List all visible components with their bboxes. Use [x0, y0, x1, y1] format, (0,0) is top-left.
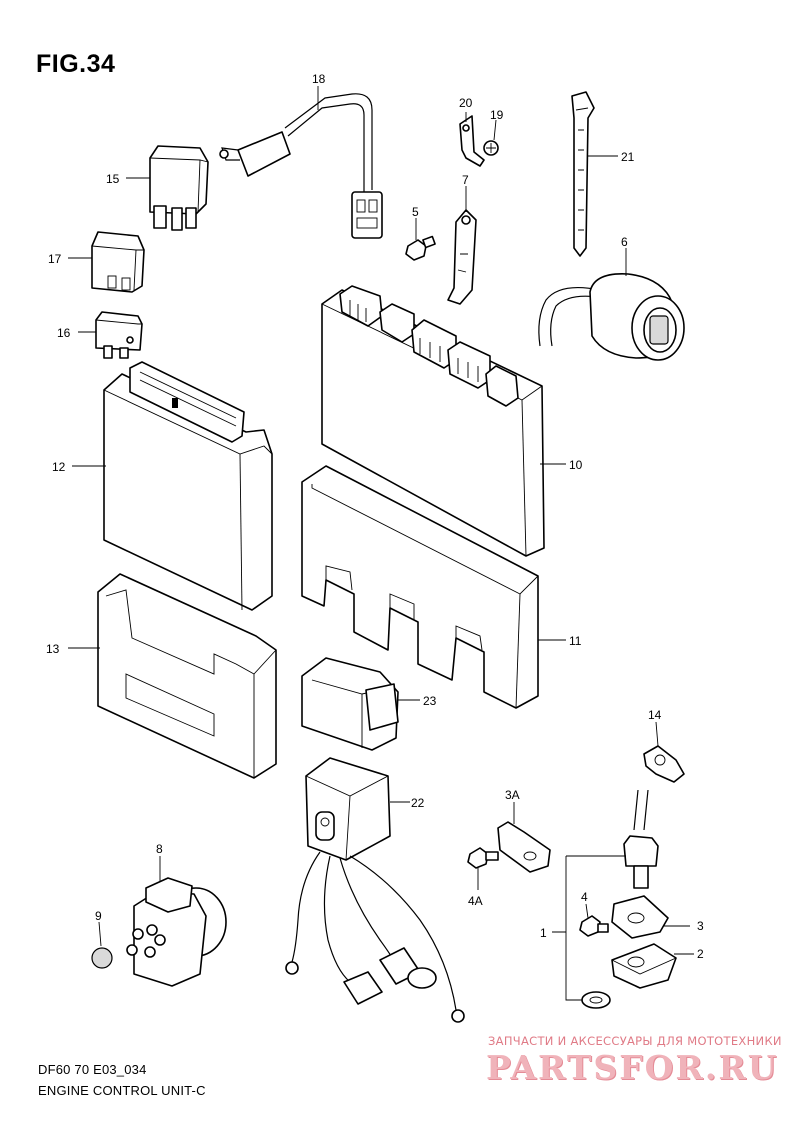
callout-13: 13 — [46, 642, 60, 656]
part-23-holder — [301, 657, 399, 751]
figure-code: DF60 70 E03_034 — [38, 1062, 147, 1077]
part-4-bolt — [579, 915, 609, 937]
part-9-cap — [91, 947, 113, 969]
callout-21: 21 — [621, 150, 635, 164]
callout-2: 2 — [697, 947, 704, 961]
part-10-ecu — [321, 285, 545, 557]
callout-9: 9 — [95, 909, 102, 923]
callout-16: 16 — [57, 326, 71, 340]
figure-name: ENGINE CONTROL UNIT-C — [38, 1083, 206, 1098]
callout-19: 19 — [490, 108, 504, 122]
part-4a-bolt — [467, 847, 499, 869]
part-2-plate — [611, 943, 677, 989]
part-15-relay — [149, 145, 209, 231]
part-7-strap — [447, 209, 477, 305]
watermark-tagline: ЗАПЧАСТИ И АКСЕССУАРЫ ДЛЯ МОТОТЕХНИКИ — [488, 1034, 782, 1048]
callout-8: 8 — [156, 842, 163, 856]
part-1-sensor — [581, 789, 659, 1009]
part-18-switch-harness — [219, 93, 383, 239]
part-21-cable-tie — [571, 91, 595, 257]
callout-4a: 4A — [468, 894, 483, 908]
callout-6: 6 — [621, 235, 628, 249]
callout-10: 10 — [569, 458, 583, 472]
callout-3: 3 — [697, 919, 704, 933]
callout-12: 12 — [52, 460, 66, 474]
part-13-cover — [97, 573, 277, 779]
part-14-clip — [643, 745, 685, 783]
callout-20: 20 — [459, 96, 473, 110]
callouts: 18 20 19 21 15 7 5 6 17 16 12 10 11 13 2… — [46, 72, 704, 961]
part-8-connector — [126, 877, 227, 987]
part-22-harness-box — [285, 757, 465, 1023]
figure-title: FIG.34 — [36, 50, 116, 78]
leader-lines — [68, 86, 694, 1001]
part-3-plate — [611, 895, 669, 939]
callout-7: 7 — [462, 173, 469, 187]
callout-23: 23 — [423, 694, 437, 708]
callout-11: 11 — [569, 634, 582, 648]
callout-18: 18 — [312, 72, 326, 86]
callout-15: 15 — [106, 172, 120, 186]
callout-3a: 3A — [505, 788, 520, 802]
part-16-relay — [95, 311, 143, 359]
part-17-relay — [91, 231, 145, 293]
callout-4: 4 — [581, 890, 588, 904]
part-6-connector — [538, 273, 685, 361]
callout-14: 14 — [648, 708, 662, 722]
part-11-cover — [301, 465, 539, 709]
callout-1: 1 — [540, 926, 547, 940]
watermark-brand: PARTSFOR.RU — [486, 1048, 779, 1087]
callout-17: 17 — [48, 252, 62, 266]
part-5-bolt — [405, 235, 436, 261]
part-20-bracket — [459, 115, 485, 167]
callout-22: 22 — [411, 796, 425, 810]
part-19-screw — [483, 140, 499, 156]
callout-5: 5 — [412, 205, 419, 219]
part-12-ecu — [103, 361, 273, 611]
part-3a-bracket — [497, 821, 551, 873]
